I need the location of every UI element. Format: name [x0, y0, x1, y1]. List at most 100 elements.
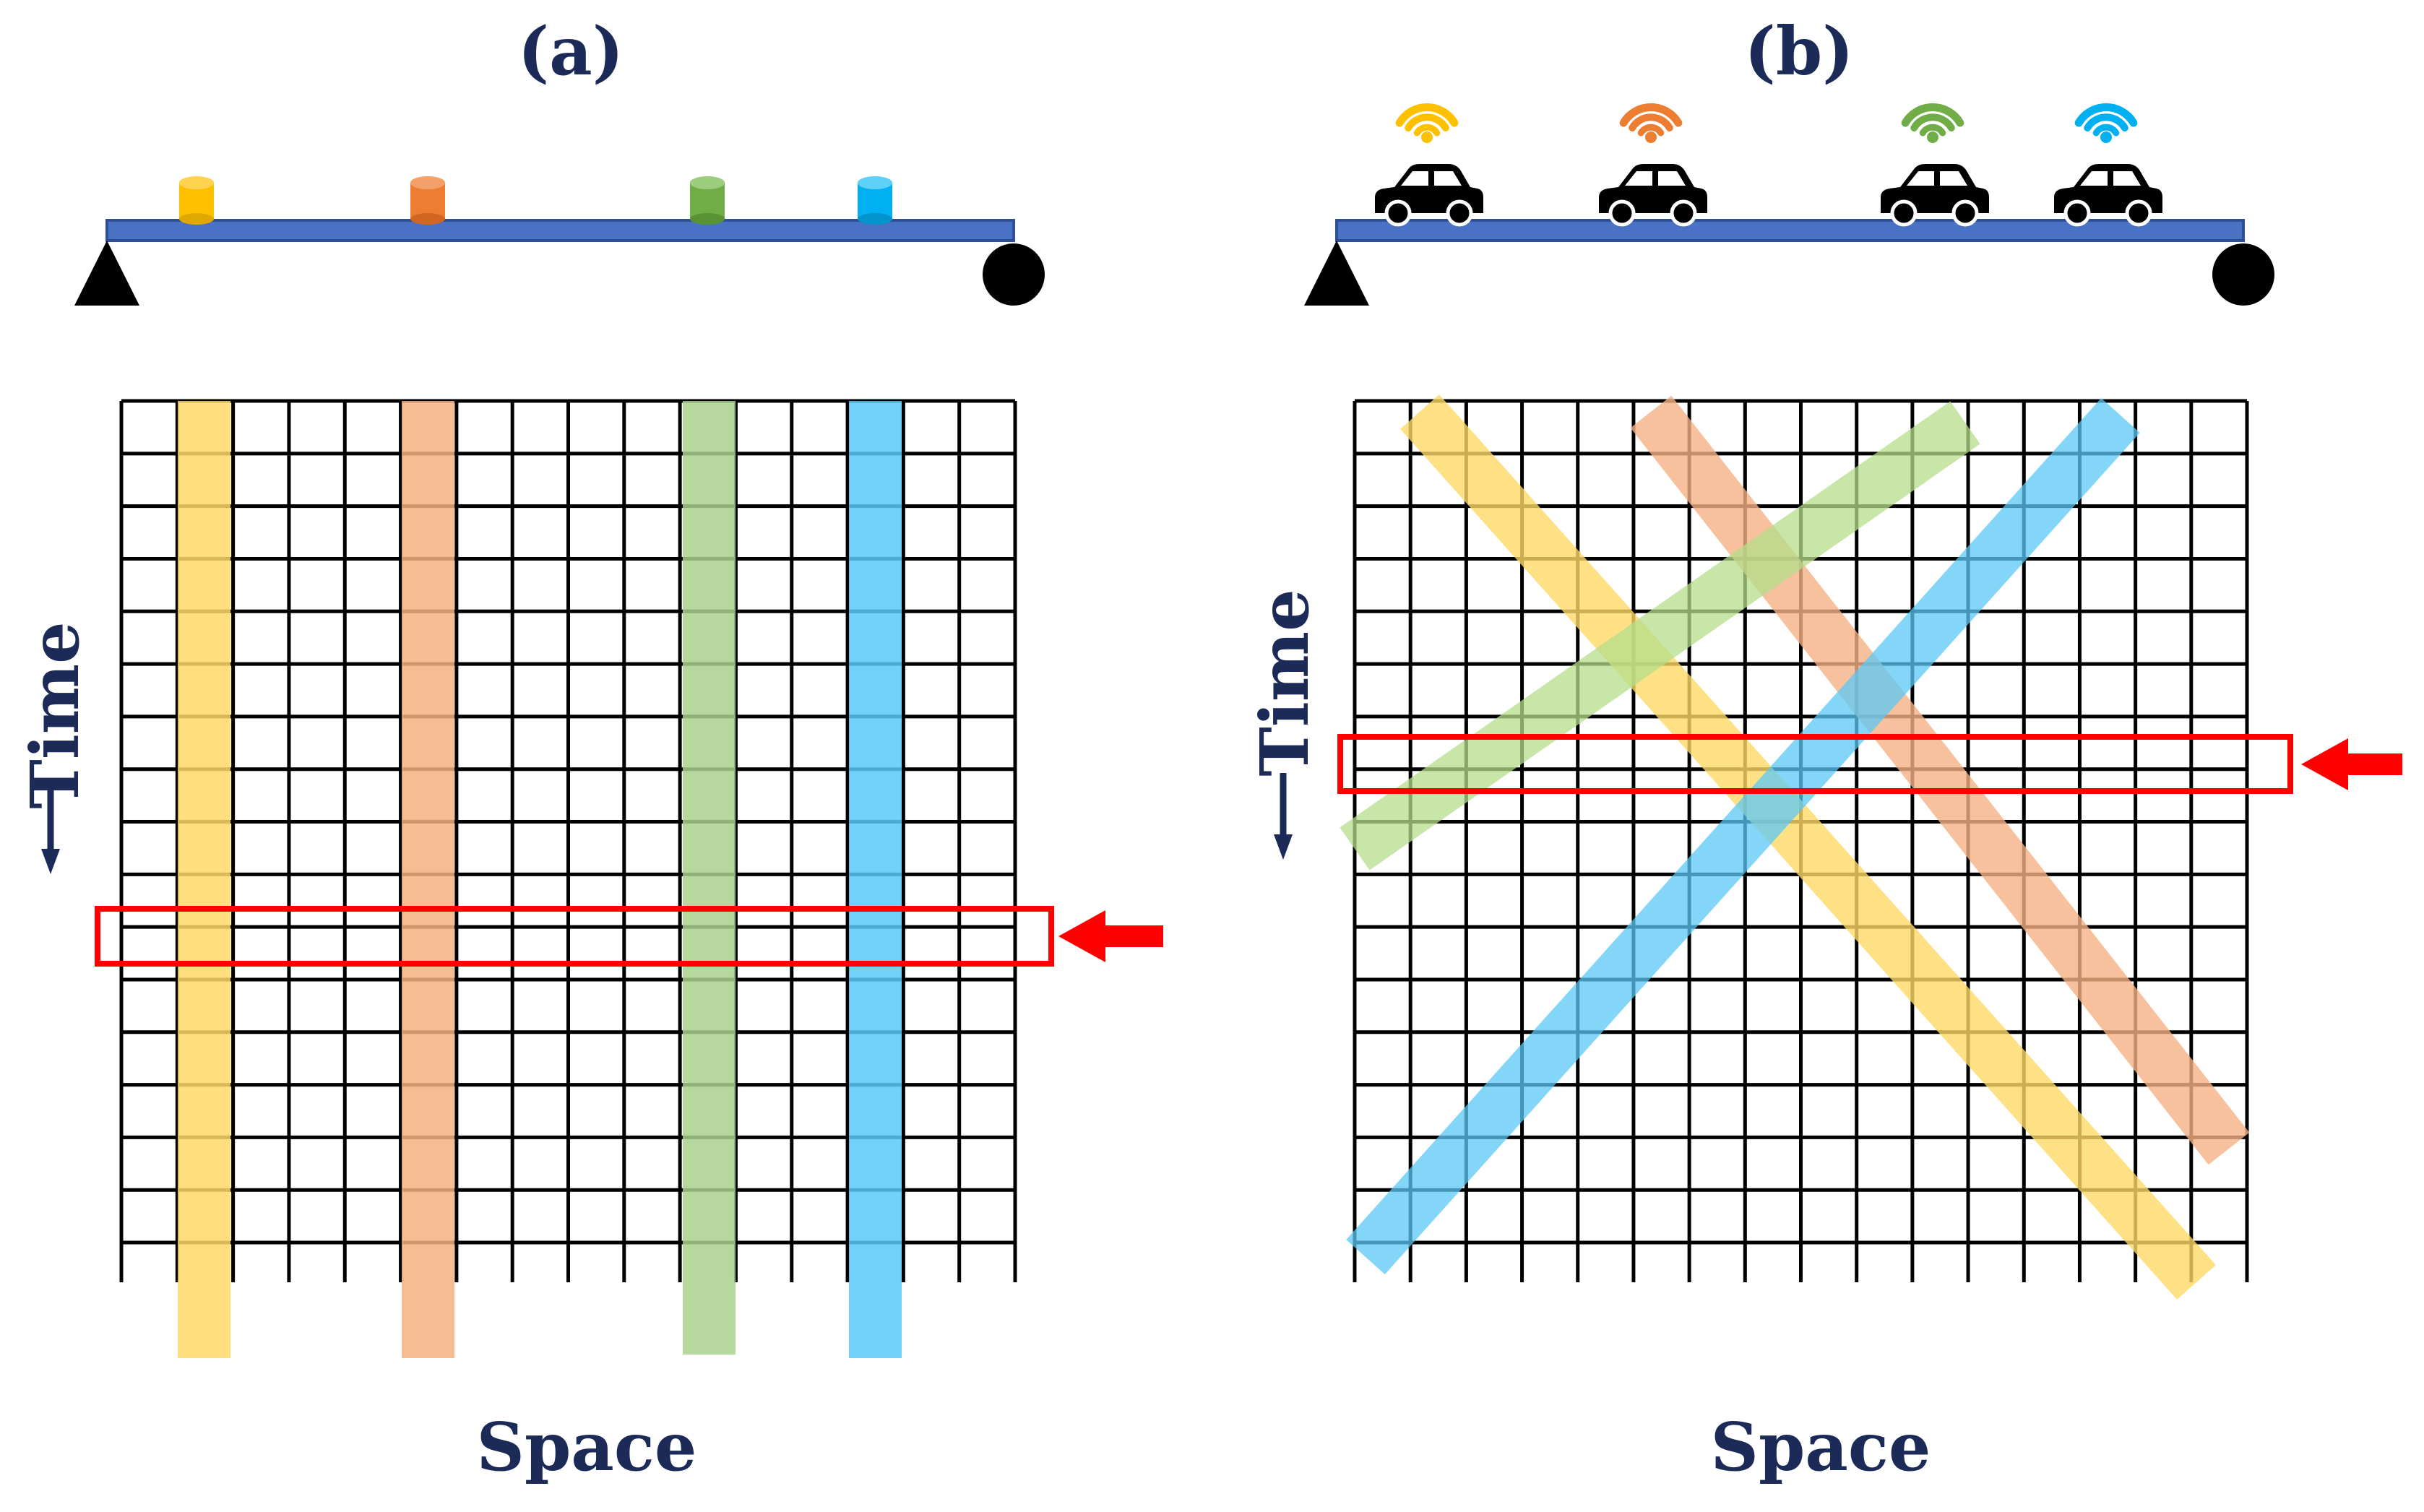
cylinder-sensor-icon — [410, 176, 445, 225]
time-arrow-head — [1274, 834, 1293, 860]
wifi-dot — [1421, 131, 1433, 143]
car-window-front — [2080, 171, 2108, 186]
panel-a-grid — [119, 399, 1017, 1282]
pin-support-icon — [1304, 241, 1369, 306]
sensor-green-base — [690, 213, 725, 225]
wifi-dot — [1927, 131, 1938, 143]
beam — [1335, 219, 2245, 242]
wifi-arc — [1910, 113, 1955, 131]
car-wheel — [1890, 199, 1918, 227]
wifi-arc — [2074, 103, 2138, 127]
time-arrow-head — [41, 849, 60, 874]
red-arrow-shaft — [2345, 753, 2402, 775]
panel-b: (b) Time Space — [1246, 12, 2402, 1486]
car-icon — [1375, 164, 1483, 227]
car-window-front — [1401, 171, 1428, 186]
wifi-arc — [1405, 113, 1449, 131]
sensor-orange-base — [410, 213, 445, 225]
panel-a-beam-assembly — [74, 219, 1045, 306]
red-arrow-head — [2301, 738, 2348, 790]
car-wheel — [1446, 199, 1473, 227]
wifi-icon — [1619, 103, 1683, 143]
sensor-blue-base — [858, 213, 892, 225]
roller-support-icon — [983, 243, 1045, 306]
car-wheel — [1951, 199, 1979, 227]
wifi-arc — [2092, 124, 2120, 137]
car-window-rear — [1658, 171, 1686, 186]
car-wheel — [2063, 199, 2091, 227]
wifi-arc — [1395, 103, 1459, 127]
car-with-signal — [1881, 103, 1989, 227]
roller-support-icon — [2212, 243, 2274, 306]
wifi-arc — [1629, 113, 1673, 131]
red-arrow-shaft — [1102, 925, 1163, 947]
trajectory-band-green — [683, 401, 736, 1355]
panel-b-trajectories — [1340, 394, 2250, 1300]
panel-a-time-arrow-icon — [41, 787, 60, 874]
trajectory-band-orange — [402, 401, 454, 1358]
panel-b-space-label: Space — [1711, 1408, 1931, 1486]
car-wheel — [1384, 199, 1412, 227]
panel-a-sensors — [179, 176, 892, 225]
sensor-yellow-top — [179, 176, 214, 189]
cylinder-sensor-icon — [179, 176, 214, 225]
wifi-arc — [1413, 124, 1441, 137]
panel-a-time-label-group: Time — [16, 621, 94, 808]
wifi-arc — [1901, 103, 1964, 127]
trajectory-band-green — [1340, 401, 1980, 871]
sensor-blue-top — [858, 176, 892, 189]
wifi-icon — [1395, 103, 1459, 143]
car-with-signal — [1599, 103, 1707, 227]
car-wheel — [1608, 199, 1636, 227]
wifi-dot — [1645, 131, 1657, 143]
panel-b-beam-assembly — [1304, 219, 2274, 306]
trajectory-band-orange — [1630, 395, 2250, 1165]
highlighted-row-box — [1337, 734, 2293, 794]
wifi-arc — [1619, 103, 1683, 127]
car-icon — [1881, 164, 1989, 227]
panel-b-time-label: Time — [1246, 589, 1324, 776]
wifi-dot — [2100, 131, 2112, 143]
wifi-arc — [1919, 124, 1946, 137]
red-arrow-head — [1058, 910, 1105, 962]
trajectory-band-blue — [849, 401, 902, 1358]
panel-a-time-label: Time — [16, 621, 94, 808]
pin-support-icon — [74, 241, 139, 306]
panel-a-space-label: Space — [477, 1408, 697, 1486]
wifi-arc — [2084, 113, 2128, 131]
cylinder-sensor-icon — [690, 176, 725, 225]
trajectory-band-yellow — [178, 401, 230, 1358]
highlighted-row-box — [95, 906, 1054, 967]
car-window-front — [1625, 171, 1652, 186]
panel-b-label: (b) — [1744, 12, 1853, 90]
panel-b-time-label-group: Time — [1246, 589, 1324, 776]
panel-b-time-arrow-icon — [1274, 773, 1293, 860]
sensor-orange-top — [410, 176, 445, 189]
car-with-signal — [1375, 103, 1483, 227]
wifi-arc — [1637, 124, 1665, 137]
car-wheel — [1670, 199, 1697, 227]
wifi-icon — [2074, 103, 2138, 143]
car-window-rear — [1434, 171, 1462, 186]
cylinder-sensor-icon — [858, 176, 892, 225]
panel-a-label: (a) — [518, 12, 624, 90]
car-window-rear — [1940, 171, 1967, 186]
car-wheel — [2125, 199, 2152, 227]
car-with-signal — [2054, 103, 2162, 227]
car-icon — [2054, 164, 2162, 227]
trajectory-band-yellow — [1400, 394, 2216, 1300]
panel-a-trajectories — [178, 401, 902, 1358]
sensor-yellow-base — [179, 213, 214, 225]
red-arrow-icon — [1058, 910, 1163, 962]
red-arrow-icon — [2301, 738, 2402, 790]
trajectory-band-blue — [1346, 397, 2140, 1275]
panel-a: (a) — [16, 12, 1163, 1486]
sensor-green-top — [690, 176, 725, 189]
wifi-icon — [1901, 103, 1964, 143]
car-window-rear — [2113, 171, 2141, 186]
beam — [105, 219, 1015, 242]
car-icon — [1599, 164, 1707, 227]
car-window-front — [1907, 171, 1934, 186]
